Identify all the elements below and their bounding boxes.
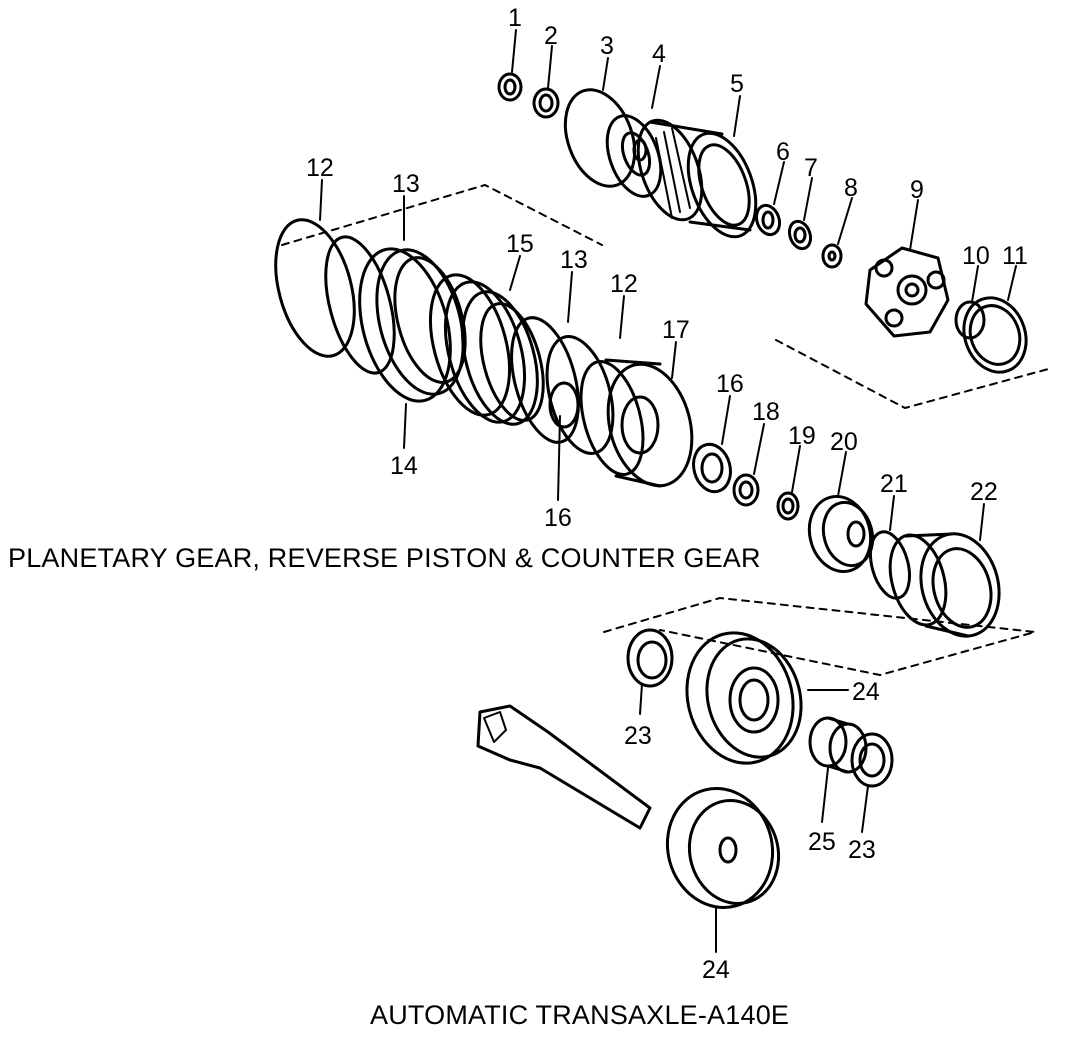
- callout-2: 2: [544, 22, 558, 50]
- callout-5: 5: [730, 70, 744, 98]
- callout-21: 21: [880, 470, 908, 498]
- part-21-ring: [869, 530, 911, 600]
- callout-23: 23: [624, 722, 652, 750]
- callout-14: 14: [390, 452, 418, 480]
- dashed-group-outline-upper: [281, 184, 1053, 409]
- part-25-spacer: [808, 716, 868, 774]
- callout-13: 13: [392, 170, 420, 198]
- callout-23b: 23: [848, 836, 876, 864]
- section-caption: PLANETARY GEAR, REVERSE PISTON & COUNTER…: [8, 543, 761, 573]
- callout-6: 6: [776, 138, 790, 166]
- part-20-hub: [807, 494, 875, 574]
- part-6-washer: [754, 203, 782, 237]
- part-17-sun-gear-drum: [579, 358, 694, 488]
- callout-4: 4: [652, 40, 666, 68]
- callout-13b: 13: [560, 246, 588, 274]
- part-2-washer: [532, 87, 560, 119]
- part-24-counter-drive-shaft: [476, 704, 781, 909]
- callout-leaders: [319, 29, 1017, 953]
- part-19-washer: [776, 491, 800, 521]
- callout-16b: 16: [716, 370, 744, 398]
- part-22-drum: [888, 532, 1001, 638]
- part-5-ring-gear: [636, 118, 758, 239]
- part-15-clutch-pack: [429, 273, 545, 426]
- model-caption: AUTOMATIC TRANSAXLE-A140E: [370, 1000, 790, 1030]
- callout-9: 9: [910, 176, 924, 204]
- callout-24: 24: [852, 678, 880, 706]
- callout-12b: 12: [610, 270, 638, 298]
- callout-17: 17: [662, 316, 690, 344]
- callout-7: 7: [804, 154, 818, 182]
- part-16-washer: [548, 381, 580, 429]
- part-13b-plate: [510, 316, 580, 444]
- callout-22: 22: [970, 478, 998, 506]
- part-23-bearing-left: [626, 628, 674, 688]
- part-3-ring: [563, 88, 637, 188]
- part-24-counter-driven-gear: [685, 631, 803, 765]
- part-7-bearing: [787, 219, 813, 251]
- callout-20: 20: [830, 428, 858, 456]
- callout-8: 8: [844, 174, 858, 202]
- part-18-bearing: [732, 473, 760, 507]
- part-9-planetary-carrier: [864, 246, 950, 338]
- callout-12: 12: [306, 154, 334, 182]
- dashed-group-outline-lower: [603, 597, 1036, 676]
- callout-19: 19: [788, 422, 816, 450]
- callout-3: 3: [600, 32, 614, 60]
- part-13-plate: [324, 235, 396, 375]
- part-11-ring: [962, 296, 1028, 374]
- callout-24b: 24: [702, 956, 730, 984]
- callout-15: 15: [506, 230, 534, 258]
- part-16b-washer: [692, 442, 732, 494]
- callout-1: 1: [508, 4, 522, 32]
- part-1-snap-ring: [497, 72, 523, 102]
- callout-10: 10: [962, 242, 990, 270]
- callout-11: 11: [1002, 242, 1028, 270]
- callout-25: 25: [808, 828, 836, 856]
- part-8-washer: [821, 243, 843, 269]
- callout-16: 16: [544, 504, 572, 532]
- callout-labels: 1 2 3 4 5 6 7 8 9 10 11 12 13 15 13 12 1…: [306, 4, 1028, 984]
- part-23-bearing-right: [850, 732, 894, 788]
- callout-18: 18: [752, 398, 780, 426]
- part-12-snap-ring: [274, 218, 356, 358]
